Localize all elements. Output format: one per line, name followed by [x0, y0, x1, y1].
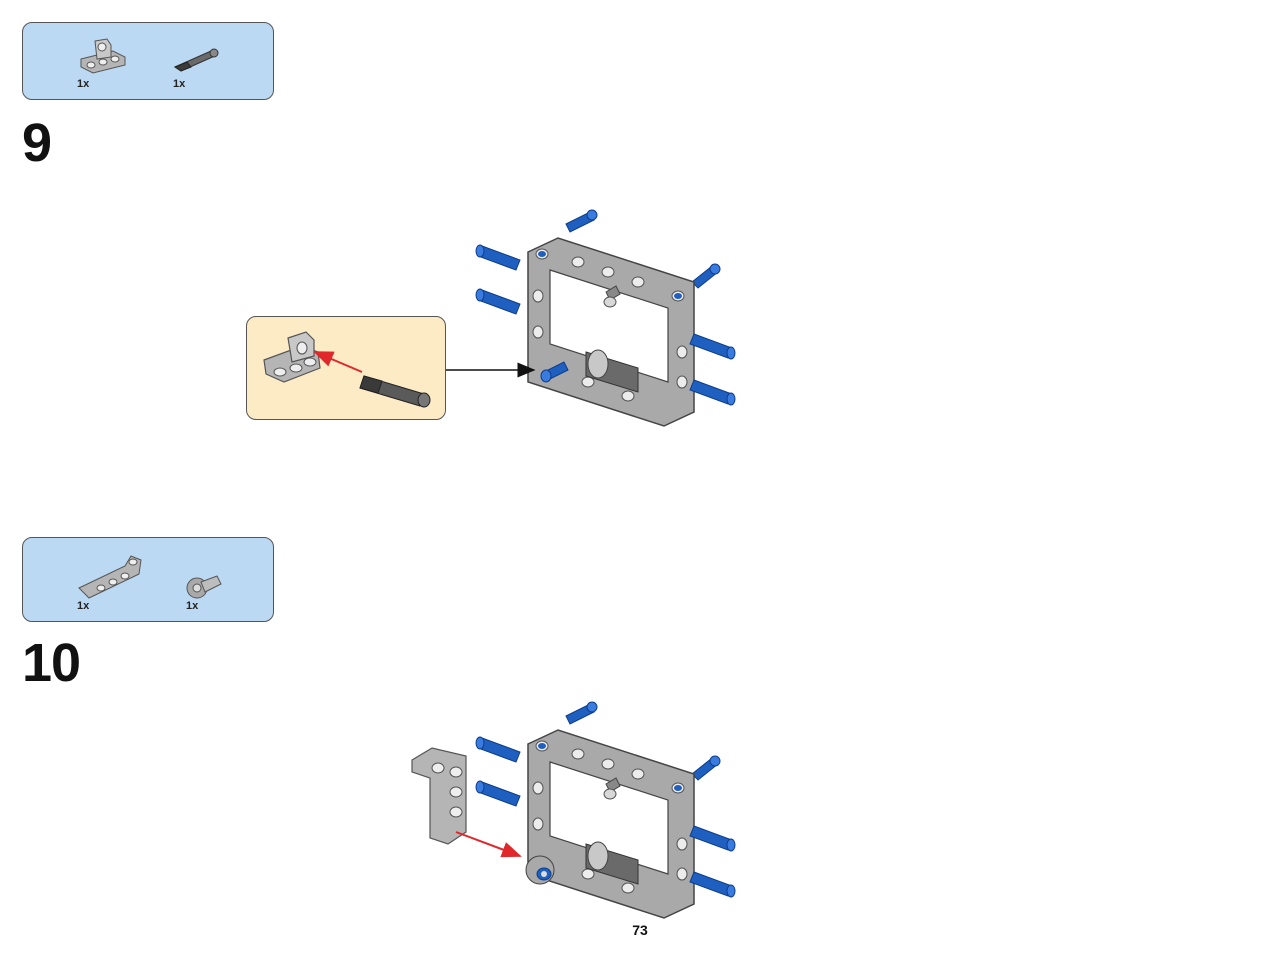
step-9-number: 9	[22, 113, 52, 173]
step-10-number: 10	[22, 633, 81, 693]
step-10-red-arrow	[455, 831, 522, 858]
axle-pin-icon	[173, 48, 219, 72]
page-number: 73	[632, 922, 648, 938]
step-10-parts-list: 1x 1x	[22, 537, 274, 622]
step-10-l-beam-icon	[411, 747, 467, 845]
step-10-part-1-qty: 1x	[77, 600, 90, 612]
step-10-part-2-qty: 1x	[186, 600, 199, 612]
callout-red-arrow	[313, 351, 363, 373]
pin-connector-icon	[80, 38, 126, 74]
step-9-parts-list: 1x 1x	[22, 22, 274, 100]
blue-pin-icon	[540, 361, 569, 383]
step-9-part-2-qty: 1x	[173, 78, 186, 90]
step-10-model	[475, 701, 736, 919]
l-beam-icon	[78, 555, 142, 599]
callout-pin-connector-icon	[263, 331, 321, 383]
step-9-model	[475, 209, 736, 427]
step-9-part-1-qty: 1x	[77, 78, 90, 90]
bush-icon	[186, 575, 222, 599]
bush-icon	[525, 855, 555, 885]
callout-axle-pin-icon	[359, 375, 431, 408]
